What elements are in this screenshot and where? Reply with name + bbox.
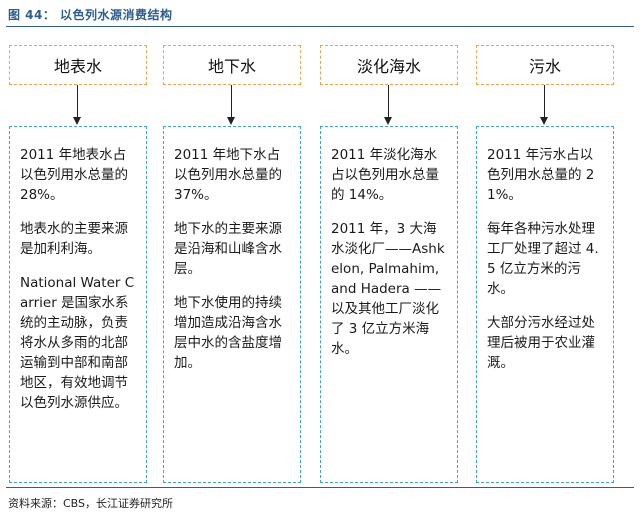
- paragraph: 地表水的主要来源是加利利海。: [20, 221, 128, 257]
- paragraph: 地下水的主要来源是沿海和山峰含水层。: [174, 221, 282, 277]
- arrow-head-2: [227, 117, 235, 125]
- paragraph: 2011 年污水占以色列用水总量的 21%。: [487, 147, 595, 203]
- bottom-divider: [6, 487, 634, 488]
- arrow-line-1: [77, 85, 78, 118]
- arrow-line-4: [544, 85, 545, 118]
- paragraph: 地下水使用的持续增加造成沿海含水层中水的含盐度增加。: [174, 295, 282, 371]
- header-box-wastewater: 污水: [476, 45, 614, 85]
- top-divider: [6, 26, 634, 27]
- paragraph: 2011 年地下水占以色列用水总量的 37%。: [174, 147, 282, 203]
- header-box-groundwater: 地下水: [163, 45, 301, 85]
- arrow-head-4: [540, 117, 548, 125]
- paragraph: 2011 年地表水占以色列用水总量的 28%。: [20, 147, 128, 203]
- paragraph: 每年各种污水处理工厂处理了超过 4.5 亿立方米的污水。: [487, 221, 599, 297]
- header-box-desalinated-water: 淡化海水: [320, 45, 458, 85]
- arrow-line-3: [388, 85, 389, 118]
- paragraph: National Water Carrier 是国家水系统的主动脉，负责将水从多…: [20, 275, 135, 411]
- paragraph: 2011 年淡化海水占以色列用水总量的 14%。: [331, 147, 439, 203]
- content-box-groundwater: 2011 年地下水占以色列用水总量的 37%。 地下水的主要来源是沿海和山峰含水…: [163, 126, 301, 483]
- arrow-head-3: [384, 117, 392, 125]
- content-box-surface-water: 2011 年地表水占以色列用水总量的 28%。 地表水的主要来源是加利利海。 N…: [9, 126, 147, 483]
- source-note: 资料来源：CBS，长江证券研究所: [8, 497, 174, 510]
- content-box-wastewater: 2011 年污水占以色列用水总量的 21%。 每年各种污水处理工厂处理了超过 4…: [476, 126, 614, 483]
- content-box-desalinated-water: 2011 年淡化海水占以色列用水总量的 14%。 2011 年，3 大海水淡化厂…: [320, 126, 458, 483]
- arrow-head-1: [73, 117, 81, 125]
- header-box-surface-water: 地表水: [9, 45, 147, 85]
- figure-title: 图 44： 以色列水源消费结构: [8, 8, 173, 22]
- paragraph: 大部分污水经过处理后被用于农业灌溉。: [487, 315, 595, 371]
- arrow-line-2: [231, 85, 232, 118]
- paragraph: 2011 年，3 大海水淡化厂——Ashkelon, Palmahim, and…: [331, 221, 445, 357]
